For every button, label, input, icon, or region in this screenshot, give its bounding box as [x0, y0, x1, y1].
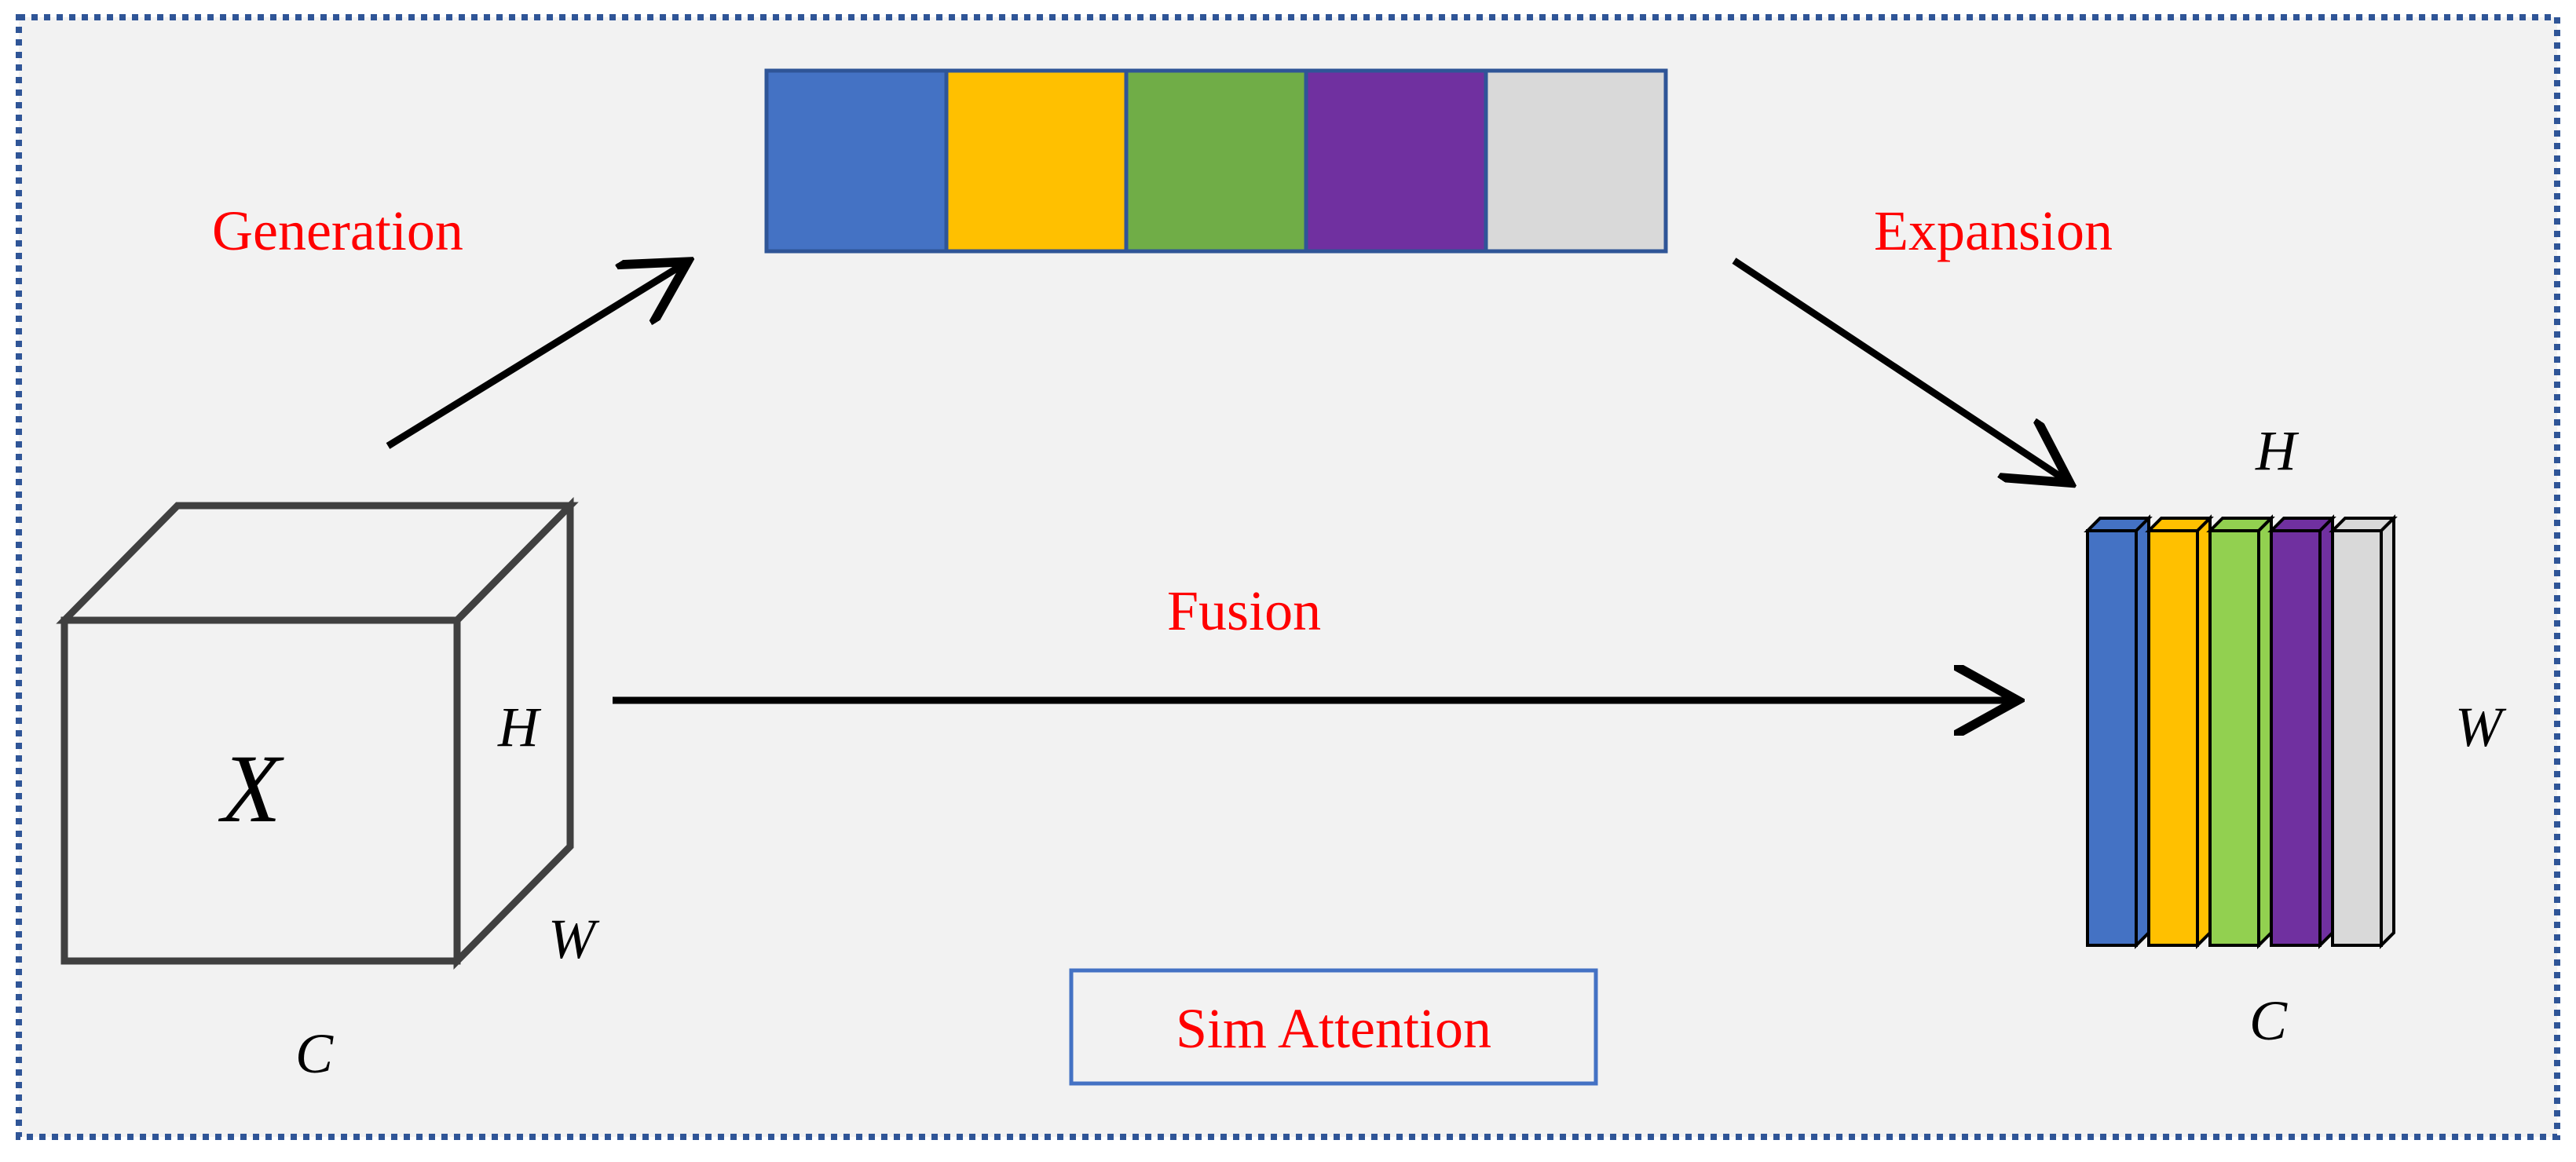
generation-arrow	[386, 265, 682, 449]
expansion-arrow	[1732, 258, 2064, 479]
output-slice-front	[2147, 529, 2199, 947]
input-dim-w: W	[548, 908, 600, 970]
token-cell-5	[1484, 68, 1668, 254]
output-slice-5	[2329, 514, 2398, 949]
output-dim-c: C	[2249, 989, 2288, 1052]
output-dim-w: W	[2455, 696, 2507, 758]
output-slice-front	[2331, 529, 2383, 947]
token-cell-1	[764, 68, 949, 254]
title-label: Sim Attention	[1176, 997, 1491, 1060]
input-cube	[56, 497, 579, 970]
output-slice-1	[2084, 514, 2153, 949]
output-slice-side	[2135, 514, 2150, 949]
output-slice-front	[2208, 529, 2260, 947]
token-cell-2	[944, 68, 1129, 254]
expansion-label: Expansion	[1874, 199, 2113, 262]
output-dim-h: H	[2255, 419, 2300, 482]
output-slice-front	[2270, 529, 2322, 947]
output-slice-4	[2267, 514, 2336, 949]
output-slice-2	[2145, 514, 2214, 949]
token-bar	[764, 68, 1668, 254]
output-slice-front	[2086, 529, 2138, 947]
output-slice-side	[2318, 514, 2334, 949]
input-dim-h: H	[497, 696, 542, 758]
input-dim-c: C	[295, 1022, 334, 1085]
title-box	[1069, 968, 1598, 1086]
output-slice-side	[2196, 514, 2212, 949]
output-slice-side	[2257, 514, 2273, 949]
fusion-label: Fusion	[1167, 579, 1321, 642]
generation-label: Generation	[212, 199, 463, 262]
output-stack	[2084, 514, 2398, 949]
input-symbol-x: X	[218, 735, 284, 842]
output-slice-3	[2206, 514, 2275, 949]
cube-side-face	[453, 497, 574, 970]
token-cell-4	[1304, 68, 1488, 254]
output-slice-side	[2380, 514, 2395, 949]
token-cell-3	[1124, 68, 1308, 254]
